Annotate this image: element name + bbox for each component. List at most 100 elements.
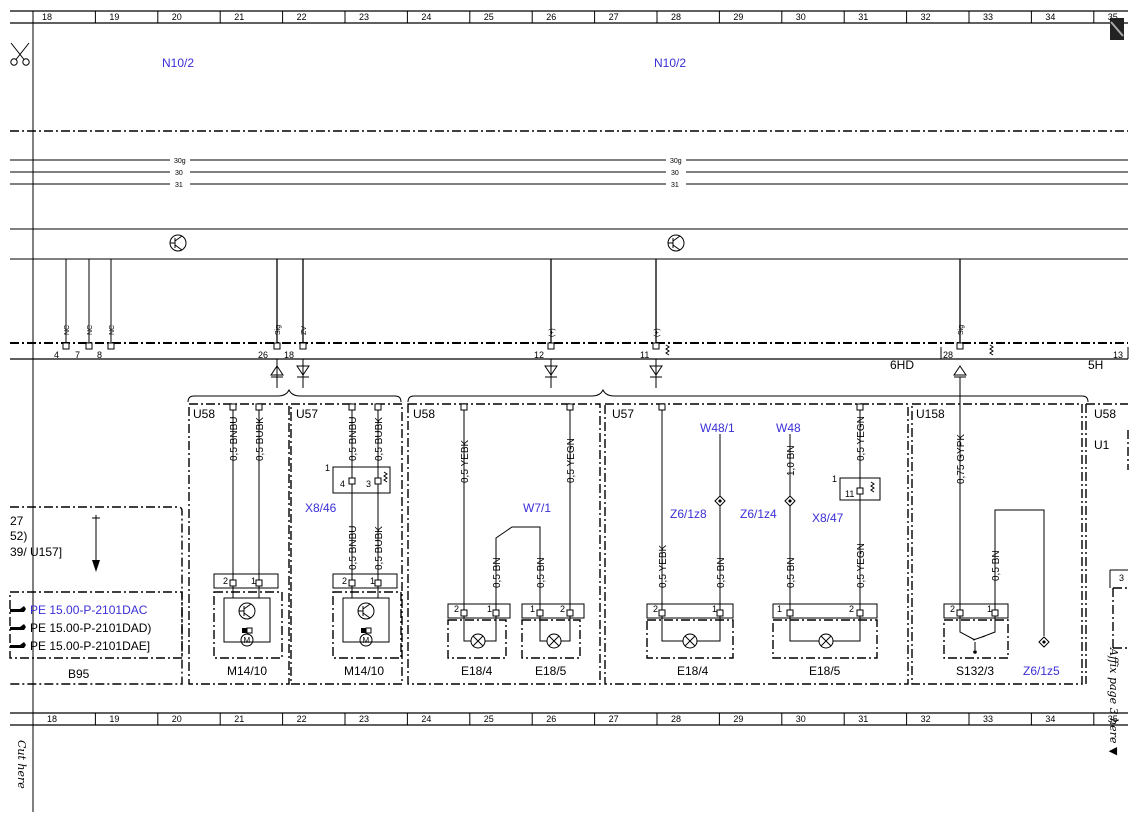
wire-label: 0,5 YEGN <box>856 416 867 461</box>
component-e18-4-right: E18/4 <box>677 664 709 678</box>
ruler-column-number: 33 <box>983 12 993 22</box>
ruler-column-number: 21 <box>234 12 244 22</box>
ruler-column-number: 24 <box>421 12 431 22</box>
transistor-icon <box>169 234 187 252</box>
ruler-column-number: 35 <box>1108 714 1118 724</box>
svg-text:2: 2 <box>653 604 658 614</box>
bus-30-right: 30 <box>671 170 679 177</box>
ruler-column-number: 29 <box>733 714 743 724</box>
svg-text:U58: U58 <box>193 407 215 421</box>
ruler-column-number: 23 <box>359 714 369 724</box>
component-e18-4-left: E18/4 <box>461 664 493 678</box>
svg-text:1: 1 <box>251 576 256 586</box>
ref-z6-1z5[interactable]: Z6/1z5 <box>1023 664 1060 678</box>
transistor-icon <box>357 602 375 620</box>
block-labels: U58 U57 U58 U57 U158 U58 U1 <box>193 407 1116 452</box>
ruler-column-number: 27 <box>609 714 619 724</box>
module-label-left[interactable]: N10/2 <box>162 56 194 70</box>
svg-text:2: 2 <box>950 604 955 614</box>
pe-reference-3[interactable]: PE 15.00-P-2101DAE] <box>30 639 150 653</box>
ref-z6-1z8[interactable]: Z6/1z8 <box>670 507 707 521</box>
wire-label: 0,5 YEGN <box>566 438 577 483</box>
svg-text:8: 8 <box>97 350 102 360</box>
svg-text:1: 1 <box>325 463 330 473</box>
svg-text:U57: U57 <box>296 407 318 421</box>
ref-w7-1[interactable]: W7/1 <box>523 501 551 515</box>
ruler-column-number: 28 <box>671 714 681 724</box>
brace-right <box>407 388 1089 403</box>
bus-31-left: 31 <box>175 182 183 189</box>
svg-text:4: 4 <box>340 479 345 489</box>
ref-z6-1z4[interactable]: Z6/1z4 <box>740 507 777 521</box>
power-bus: 30g 30 31 30g 30 31 <box>10 155 1128 189</box>
svg-text:Sig: Sig <box>275 325 282 335</box>
ruler-column-number: 31 <box>858 12 868 22</box>
svg-text:5H: 5H <box>1088 358 1103 372</box>
left-panel-wiring <box>9 515 183 659</box>
ruler-column-number: 22 <box>297 714 307 724</box>
svg-text:M: M <box>244 636 251 645</box>
motor-icon: M <box>240 627 254 647</box>
switch-icon <box>972 635 986 654</box>
ruler-column-number: 30 <box>796 12 806 22</box>
ruler-column-number: 34 <box>1045 12 1055 22</box>
scissors-icon <box>10 42 30 66</box>
wire-label: 0,5 BN <box>716 557 727 588</box>
wire-label: 0,5 BUBK <box>374 526 385 570</box>
ruler-column-number: 34 <box>1045 714 1055 724</box>
connector-x8-46[interactable]: X8/46 <box>305 501 337 515</box>
wire-label: 0,5 BUBK <box>255 417 266 461</box>
pin-names: NC NC NC Sig ZV (+) (+) Sig <box>64 325 965 337</box>
u158-switch-wiring <box>943 377 1050 659</box>
ref-w48[interactable]: W48 <box>776 421 801 435</box>
left-panel-line2: 52) <box>10 529 27 543</box>
wire-label: 0,5 BN <box>991 550 1002 581</box>
connector-x8-47[interactable]: X8/47 <box>812 511 844 525</box>
left-panel-line1: 27 <box>10 514 24 528</box>
ruler-column-number: 18 <box>42 12 52 22</box>
svg-text:1: 1 <box>777 604 782 614</box>
wire-label: 0,5 BN <box>786 557 797 588</box>
svg-text:U57: U57 <box>612 407 634 421</box>
module-label-right[interactable]: N10/2 <box>654 56 686 70</box>
component-e18-5-left: E18/5 <box>535 664 567 678</box>
ruler-column-number: 20 <box>172 714 182 724</box>
u58-lamp-wiring <box>447 403 585 659</box>
brace-left <box>187 388 402 403</box>
svg-text:12: 12 <box>534 350 544 360</box>
svg-text:NC: NC <box>87 325 94 335</box>
svg-text:1: 1 <box>832 474 837 484</box>
pe-reference-2[interactable]: PE 15.00-P-2101DAD) <box>30 621 151 635</box>
svg-text:1: 1 <box>712 604 717 614</box>
m14-10-right-wiring <box>332 403 391 588</box>
ref-w48-1[interactable]: W48/1 <box>700 421 735 435</box>
component-e18-5-right: E18/5 <box>809 664 841 678</box>
svg-text:1: 1 <box>487 604 492 614</box>
svg-text:2: 2 <box>223 576 228 586</box>
bus-31-right: 31 <box>671 182 679 189</box>
svg-text:6HD: 6HD <box>890 358 914 372</box>
svg-text:7: 7 <box>75 350 80 360</box>
svg-text:2: 2 <box>342 576 347 586</box>
svg-text:11: 11 <box>845 489 854 499</box>
ruler-column-number: 30 <box>796 714 806 724</box>
svg-text:26: 26 <box>258 350 268 360</box>
svg-text:U58: U58 <box>1094 407 1116 421</box>
ruler-column-number: 32 <box>921 12 931 22</box>
wire-label: 0,5 BN <box>492 557 503 588</box>
affix-page-label: Affix page 3 here ▼ <box>1107 647 1120 756</box>
svg-text:ZV: ZV <box>301 326 308 335</box>
svg-text:NC: NC <box>64 325 71 335</box>
svg-text:13: 13 <box>1113 350 1123 360</box>
svg-text:2: 2 <box>560 604 565 614</box>
svg-text:(+): (+) <box>654 328 661 337</box>
ruler-column-number: 25 <box>484 714 494 724</box>
motor-package-left <box>213 573 283 659</box>
component-s132-3: S132/3 <box>956 664 994 678</box>
bus-30-left: 30 <box>175 170 183 177</box>
motor-package-right <box>332 573 402 659</box>
ruler-column-number: 19 <box>109 12 119 22</box>
pe-reference-1[interactable]: PE 15.00-P-2101DAC <box>30 603 148 617</box>
